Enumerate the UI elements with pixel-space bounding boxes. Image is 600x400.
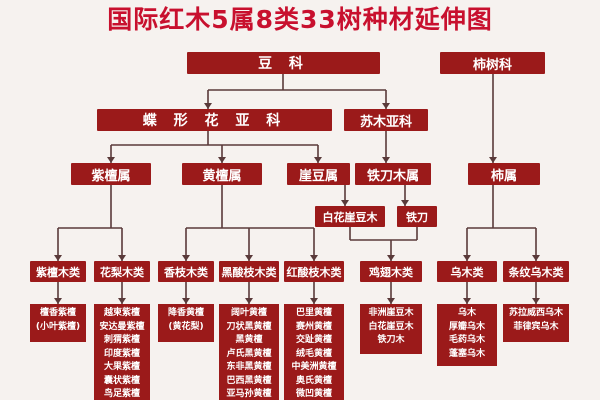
species-item: 毛药乌木 [448,335,485,345]
species-item: 巴里黄檀 [295,308,332,318]
subgenus-baihua: 白花崖豆木 [315,206,385,227]
species-item: 非洲崖豆木 [368,308,414,318]
species-list-jichi: 非洲崖豆木 白花崖豆木 铁刀木 [360,304,422,354]
arrowhead [182,298,190,304]
arrowhead [489,157,497,163]
page-title: 国际红木5属8类33树种材延伸图 [107,5,493,34]
subfamily-sumu: 苏木亚科 [344,109,428,131]
species-item: 东非黑黄檀 [226,362,272,372]
species-item: 菲律宾乌木 [513,321,559,332]
class-jichi: 鸡翅木类 [360,261,422,282]
species-item: 印度紫檀 [103,348,140,359]
class-hongsuanzhi: 红酸枝木类 [284,261,344,282]
arrowhead [382,103,390,109]
arrowhead [245,298,253,304]
species-list-xiangzhi: 降香黄檀 (黄花梨) [158,304,214,342]
arrowhead [310,255,318,261]
arrowhead [107,157,115,163]
genus-zitan: 紫檀属 [71,163,151,185]
subgenus-tiedao: 铁刀 [397,206,437,227]
species-list-zitanmu: 檀香紫檀 (小叶紫檀) [30,304,86,342]
genus-tiedaomu: 铁刀木属 [355,163,431,185]
species-item: 交趾黄檀 [295,335,332,345]
species-list-huali: 越柬紫檀 安达曼紫檀 刺猬紫檀 印度紫檀 大果紫檀 囊状紫檀 鸟足紫檀 [94,304,150,400]
species-item: 巴西黑黄檀 [226,375,272,386]
arrowhead [310,298,318,304]
species-item: 苏拉威西乌木 [508,308,563,318]
species-item: 白花崖豆木 [368,321,414,332]
class-xiangzhi: 香枝木类 [158,261,214,282]
class-zitanmu: 紫檀木类 [30,261,86,282]
arrowhead [532,298,540,304]
species-item: 降香黄檀 [167,308,204,318]
arrowhead [182,255,190,261]
species-item: 亚马孙黄檀 [226,389,272,399]
arrowhead [314,157,322,163]
arrowhead [118,298,126,304]
genus-shi: 柿属 [468,163,540,185]
species-item: 绒毛黄檀 [295,348,332,359]
arrowhead [387,255,395,261]
arrowhead [204,103,212,109]
family-douke: 豆 科 [187,52,380,74]
species-item: 刺猬紫檀 [103,335,140,345]
species-item: 乌木 [457,308,476,318]
species-item: (小叶紫檀) [35,321,81,332]
species-list-hongsuanzhi: 巴里黄檀 赛州黄檀 交趾黄檀 绒毛黄檀 中美洲黄檀 奥氏黄檀 微凹黄檀 [284,304,344,400]
class-tiaowen: 条纹乌木类 [503,261,569,282]
species-item: 微凹黄檀 [295,389,332,399]
species-item: 鸟足紫檀 [103,389,140,399]
species-item: 黑黄檀 [235,335,263,345]
species-item: 大果紫檀 [103,362,140,372]
subfamily-diexing: 蝶 形 花 亚 科 [97,109,332,131]
species-item: 囊状紫檀 [103,375,140,386]
family-shishuke: 柿树科 [440,52,545,74]
species-item: 赛州黄檀 [295,321,332,332]
species-item: 蓬塞乌木 [448,348,485,359]
genus-huangtan: 黄檀属 [182,163,262,185]
species-item: 安达曼紫檀 [99,321,145,332]
species-item: 阔叶黄檀 [230,308,267,318]
arrowhead [245,255,253,261]
species-item: 越柬紫檀 [103,308,140,318]
species-item: 卢氏黑黄檀 [226,348,272,359]
arrowhead [463,255,471,261]
arrowhead [387,298,395,304]
arrowhead [463,298,471,304]
arrowhead [341,200,349,206]
species-item: 厚瓣乌木 [448,321,485,332]
arrowhead [401,200,409,206]
species-list-heisuanzhi: 阔叶黄檀 刀状黑黄檀 黑黄檀 卢氏黑黄檀 东非黑黄檀 巴西黑黄檀 亚马孙黄檀 [219,304,279,400]
species-list-wumu: 乌木 厚瓣乌木 毛药乌木 蓬塞乌木 [437,304,497,366]
species-item: 奥氏黄檀 [295,375,332,386]
arrowhead [532,255,540,261]
arrowhead [218,157,226,163]
species-item: 铁刀木 [377,335,405,345]
species-item: 檀香紫檀 [39,308,76,318]
class-heisuanzhi: 黑酸枝木类 [219,261,279,282]
arrowhead [118,255,126,261]
species-list-tiaowen: 苏拉威西乌木 菲律宾乌木 [503,304,569,342]
class-wumu: 乌木类 [437,261,497,282]
genus-yadou: 崖豆属 [287,163,350,185]
arrowhead [54,255,62,261]
species-item: 刀状黑黄檀 [226,321,272,332]
class-huali: 花梨木类 [94,261,150,282]
arrowhead [382,157,390,163]
species-item: 中美洲黄檀 [291,362,337,372]
species-item: (黄花梨) [168,321,204,332]
arrowhead [54,298,62,304]
